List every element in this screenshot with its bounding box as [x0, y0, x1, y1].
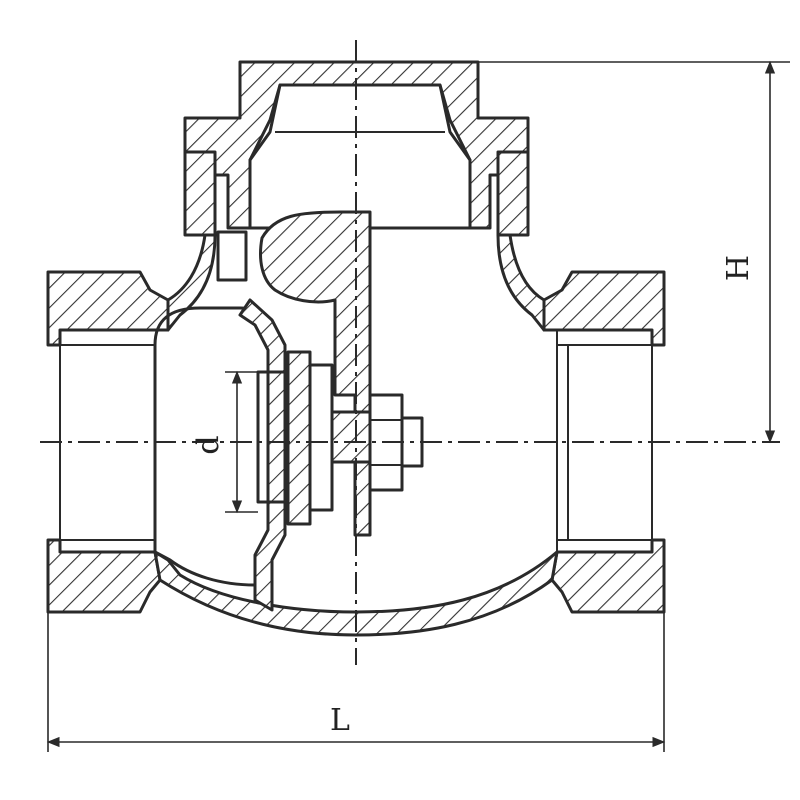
h-label: H — [721, 255, 756, 281]
disc-back — [308, 363, 334, 512]
cavity — [59, 298, 653, 612]
left-end-wall-top — [46, 270, 170, 347]
right-neck-wall — [496, 150, 530, 237]
lower-body-wall — [153, 550, 559, 637]
valve-disc — [256, 350, 424, 526]
hinge-assembly — [216, 210, 372, 537]
valve-body — [46, 150, 666, 637]
hinge-lug — [216, 230, 248, 282]
l-label: L — [330, 703, 350, 738]
right-end-wall-top — [542, 270, 666, 347]
bonnet — [183, 60, 530, 230]
right-shoulder-wall — [496, 233, 546, 332]
dimension-d: d — [191, 370, 258, 514]
seat-partition — [238, 298, 287, 612]
hinge-arm — [259, 210, 372, 537]
d-label: d — [191, 435, 226, 454]
disc-body — [286, 350, 312, 526]
dimension-l: L — [46, 612, 666, 752]
disc-stud-washer — [330, 410, 372, 464]
left-end-wall-bottom — [46, 538, 162, 614]
bonnet-plug — [248, 83, 472, 230]
right-end-wall-bottom — [550, 538, 666, 614]
left-shoulder-wall — [166, 233, 217, 332]
dimension-h: H — [478, 60, 790, 444]
left-neck-wall — [183, 150, 217, 237]
